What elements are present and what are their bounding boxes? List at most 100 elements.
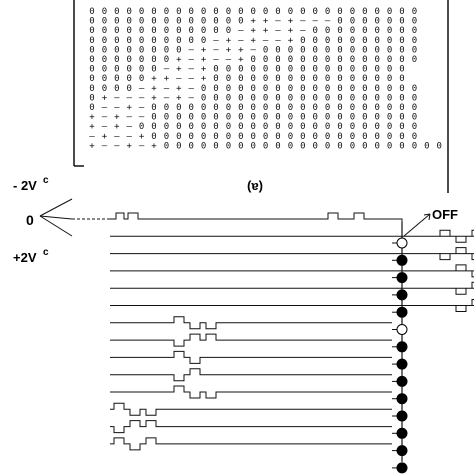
matrix-cell: 0 [226, 84, 231, 94]
matrix-cell: 0 [213, 132, 218, 142]
matrix-cell: 0 [374, 36, 379, 46]
waveform-line [110, 264, 474, 278]
matrix-cell: 0 [374, 26, 379, 36]
matrix-cell: 0 [387, 132, 392, 142]
matrix-cell: 0 [226, 132, 231, 142]
matrix-cell: 0 [312, 93, 317, 103]
matrix-cell: – [126, 122, 132, 132]
matrix-cell: 0 [201, 84, 206, 94]
matrix-cell: 0 [374, 141, 379, 151]
matrix-cell: 0 [102, 65, 107, 75]
matrix-cell: 0 [325, 132, 330, 142]
matrix-cell: 0 [350, 17, 355, 27]
matrix-cell: 0 [263, 113, 268, 123]
matrix-cell: 0 [139, 7, 144, 17]
matrix-cell: 0 [399, 65, 404, 75]
matrix-cell: – [139, 103, 145, 113]
matrix-cell: 0 [387, 74, 392, 84]
matrix-cell: 0 [337, 93, 342, 103]
matrix-cell: 0 [325, 93, 330, 103]
matrix-cell: + [238, 55, 244, 65]
pixel-on-node [396, 462, 408, 474]
matrix-cell: 0 [325, 45, 330, 55]
matrix-cell: 0 [350, 65, 355, 75]
matrix-cell: 0 [362, 74, 367, 84]
matrix-cell: 0 [412, 84, 417, 94]
matrix-cell: 0 [238, 113, 243, 123]
matrix-cell: 0 [263, 93, 268, 103]
matrix-cell: 0 [337, 17, 342, 27]
matrix-cell: 0 [300, 132, 305, 142]
matrix-cell: 0 [399, 93, 404, 103]
matrix-cell: 0 [350, 7, 355, 17]
matrix-cell: 0 [312, 122, 317, 132]
matrix-cell: 0 [300, 7, 305, 17]
matrix-cell: + [164, 74, 170, 84]
waveform-line [110, 299, 474, 312]
matrix-cell: 0 [300, 141, 305, 151]
matrix-cell: 0 [126, 26, 131, 36]
matrix-cell: 0 [89, 55, 94, 65]
matrix-cell: 0 [226, 122, 231, 132]
matrix-cell: 0 [89, 36, 94, 46]
matrix-cell: 0 [362, 45, 367, 55]
pixel-on-node [396, 427, 408, 439]
matrix-cell: 0 [312, 103, 317, 113]
matrix-cell: 0 [151, 103, 156, 113]
matrix-cell: 0 [412, 36, 417, 46]
matrix-cell: – [114, 132, 120, 142]
matrix-cell: 0 [238, 17, 243, 27]
matrix-cell: 0 [350, 74, 355, 84]
matrix-cell: 0 [337, 7, 342, 17]
matrix-cell: + [89, 113, 95, 123]
matrix-cell: 0 [374, 113, 379, 123]
matrix-cell: 0 [337, 132, 342, 142]
matrix-cell: 0 [412, 93, 417, 103]
matrix-cell: + [226, 36, 232, 46]
matrix-cell: 0 [139, 45, 144, 55]
matrix-cell: 0 [250, 55, 255, 65]
matrix-cell: 0 [226, 113, 231, 123]
matrix-cell: 0 [275, 113, 280, 123]
matrix-cell: 0 [201, 122, 206, 132]
matrix-cell: 0 [399, 26, 404, 36]
matrix-cell: 0 [399, 36, 404, 46]
matrix-cell: 0 [250, 141, 255, 151]
matrix-cell: 0 [139, 36, 144, 46]
matrix-cell: 0 [300, 36, 305, 46]
matrix-cell: 0 [114, 45, 119, 55]
matrix-cell: 0 [188, 141, 193, 151]
matrix-cell: 0 [176, 7, 181, 17]
minus-label-text: - 2V [13, 178, 37, 193]
matrix-cell: 0 [374, 84, 379, 94]
matrix-cell: – [300, 26, 306, 36]
matrix-cell: 0 [226, 93, 231, 103]
matrix-cell: 0 [201, 132, 206, 142]
matrix-cell: 0 [238, 84, 243, 94]
matrix-cell: + [176, 55, 182, 65]
matrix-cell: 0 [362, 93, 367, 103]
waveform-line [110, 385, 392, 399]
matrix-cell: 0 [399, 122, 404, 132]
matrix-cell: 0 [275, 74, 280, 84]
bus-connector [392, 218, 403, 229]
zero-label: 0 [26, 212, 34, 228]
waveform-line [110, 333, 392, 347]
matrix-cell: 0 [362, 7, 367, 17]
matrix-cell: 0 [312, 7, 317, 17]
matrix-cell: 0 [374, 45, 379, 55]
matrix-cell: 0 [151, 55, 156, 65]
waveform-line [110, 437, 392, 451]
matrix-cell: 0 [288, 65, 293, 75]
matrix-cell: 0 [362, 103, 367, 113]
matrix-cell: 0 [126, 65, 131, 75]
matrix-cell: 0 [424, 141, 429, 151]
matrix-cell: 0 [250, 132, 255, 142]
matrix-cell: 0 [176, 113, 181, 123]
matrix-cell: 0 [188, 132, 193, 142]
matrix-cell: 0 [325, 74, 330, 84]
matrix-cell: 0 [164, 113, 169, 123]
